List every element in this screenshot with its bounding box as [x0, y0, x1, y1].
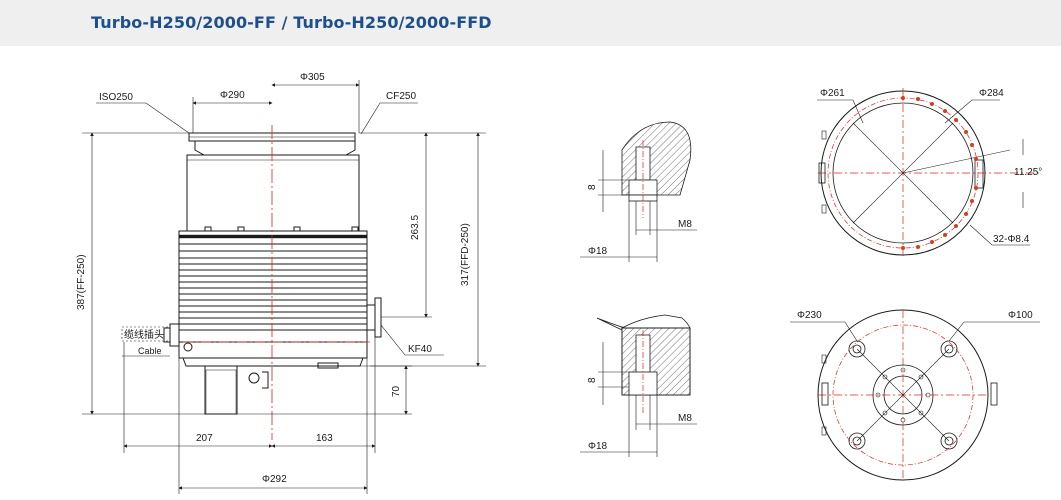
top-lower-230: Φ230: [797, 310, 822, 321]
detail-upper: [580, 121, 697, 262]
dim-317-label: 317(FFD-250): [460, 223, 471, 286]
detail-upper-8: 8: [587, 184, 598, 190]
detail-lower: [580, 314, 697, 457]
kf40-leader: [380, 324, 444, 356]
detail-upper-m8: M8: [678, 219, 692, 230]
top-upper-261: Φ261: [820, 88, 845, 99]
header-bar: Turbo-H250/2000-FF / Turbo-H250/2000-FFD: [0, 0, 1061, 46]
dim-207-163: [123, 337, 376, 453]
dim-263: [359, 132, 432, 318]
cf250-label: CF250: [386, 91, 416, 102]
dim-387: [82, 132, 205, 415]
page-title: Turbo-H250/2000-FF / Turbo-H250/2000-FFD: [91, 13, 492, 32]
dim-290-label: Φ290: [220, 90, 245, 101]
cable-leader: [121, 326, 171, 357]
iso250-label: ISO250: [99, 92, 133, 103]
dim-305-label: Φ305: [300, 72, 325, 83]
detail-lower-m8: M8: [678, 413, 692, 424]
dim-290: [192, 97, 273, 133]
top-view-upper: [817, 88, 1040, 258]
dim-292: [178, 358, 368, 494]
dim-207-label: 207: [196, 433, 213, 444]
cf250-leader: [360, 102, 418, 135]
top-upper-284: Φ284: [979, 88, 1004, 99]
cable-label-cn: 缆线插头: [124, 328, 164, 341]
pump-side-view: [163, 132, 382, 415]
top-upper-angle: 11.25°: [1014, 167, 1042, 178]
detail-lower-8: 8: [587, 377, 598, 383]
dim-292-label: Φ292: [262, 474, 287, 485]
top-view-lower: [790, 309, 1040, 481]
dim-305: [271, 80, 360, 133]
iso250-leader: [96, 102, 190, 134]
top-lower-100: Φ100: [1008, 310, 1033, 321]
detail-upper-18: Φ18: [588, 246, 608, 257]
dim-70-label: 70: [391, 385, 402, 397]
kf40-label: KF40: [408, 344, 432, 355]
dim-70: [237, 365, 412, 415]
dim-163-label: 163: [316, 433, 333, 444]
dim-387-label: 387(FF-250): [76, 254, 87, 310]
cable-label-en: Cable: [138, 346, 162, 356]
dim-263-label: 263.5: [410, 215, 421, 240]
detail-lower-18: Φ18: [588, 441, 608, 452]
top-upper-holes: 32-Φ8.4: [993, 234, 1030, 245]
